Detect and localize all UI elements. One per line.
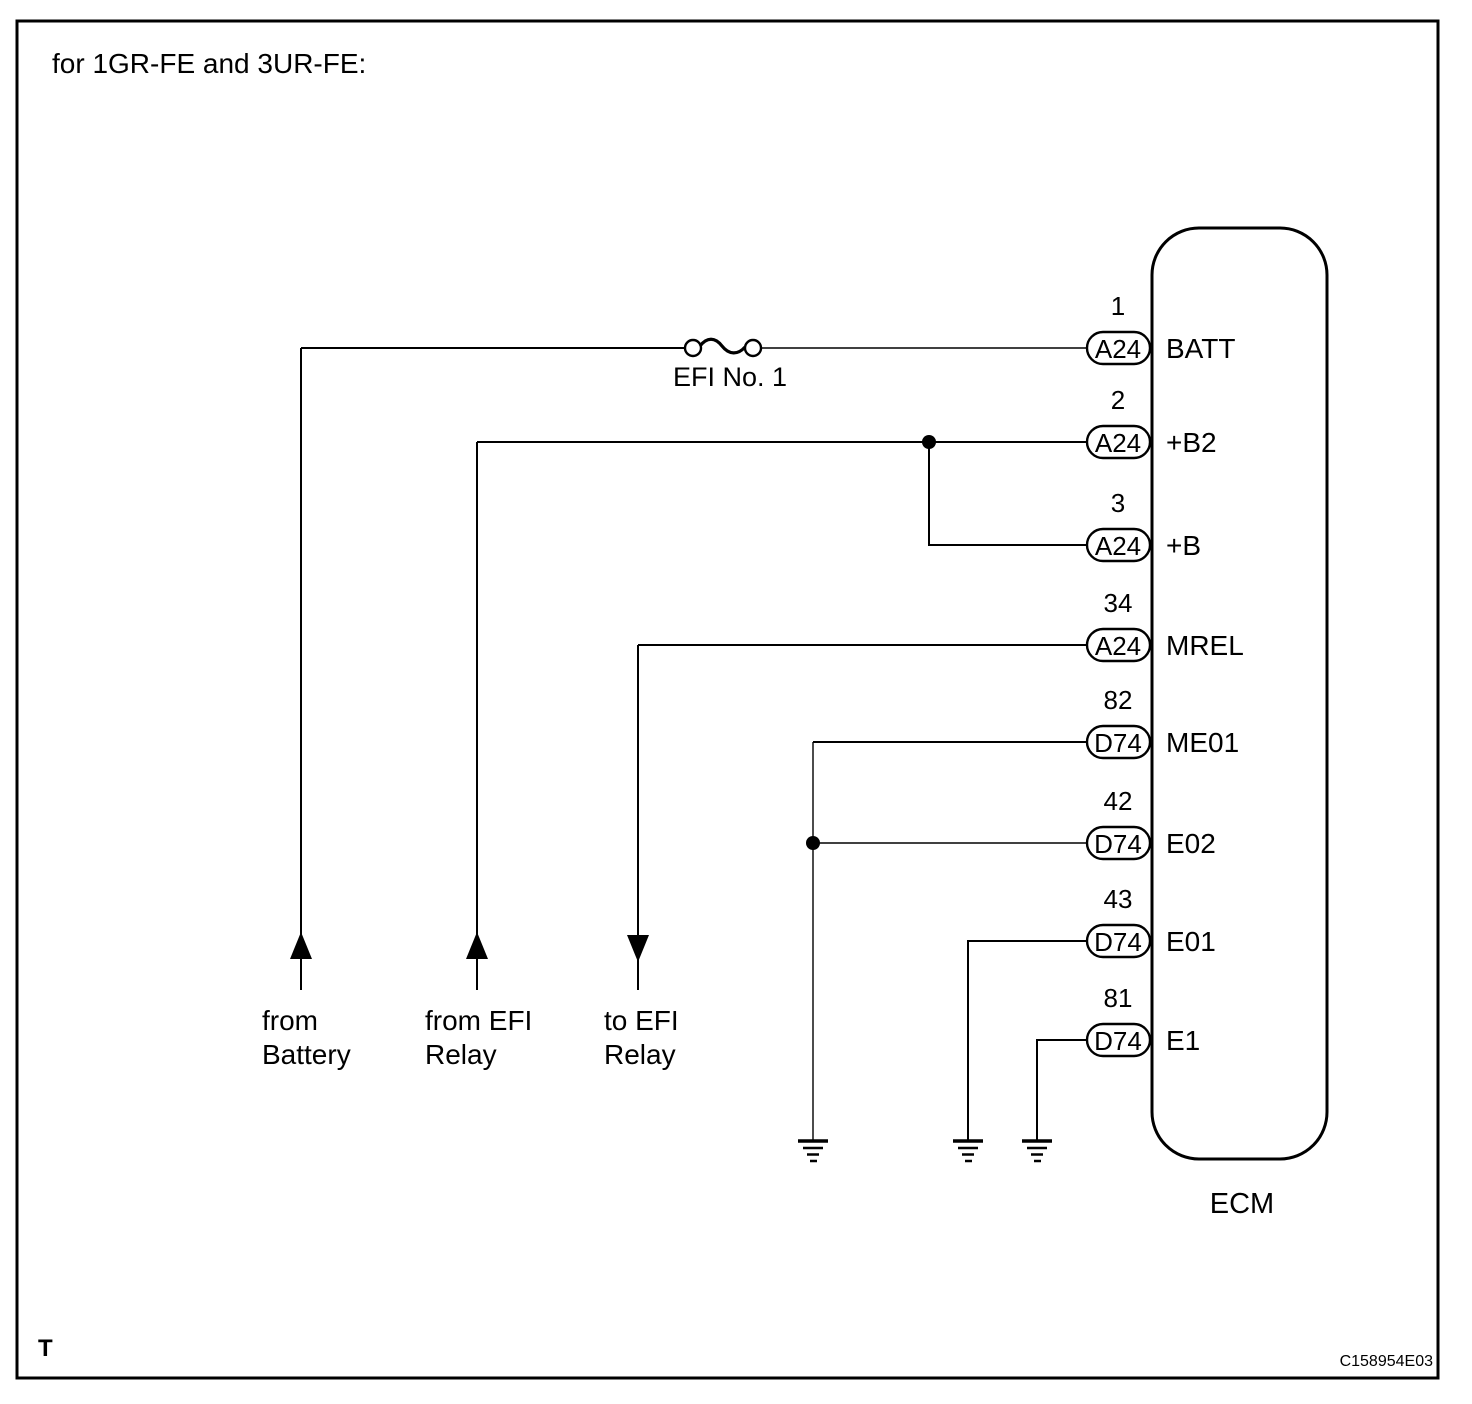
pin-label: E1 xyxy=(1166,1025,1200,1056)
pin-number: 42 xyxy=(1104,786,1133,816)
source-label-from-efi-relay: from EFI Relay xyxy=(425,1005,532,1070)
pin-b: 3 A24 +B xyxy=(1085,488,1201,563)
wire-b-branch xyxy=(928,442,1088,546)
fuse-label: EFI No. 1 xyxy=(673,362,787,392)
junction-dot xyxy=(922,435,936,449)
pin-number: 3 xyxy=(1111,488,1125,518)
pin-me01: 82 D74 ME01 xyxy=(1085,685,1239,760)
wire-batt xyxy=(300,347,1088,990)
source-label-battery: from Battery xyxy=(262,1005,351,1070)
pin-label: ME01 xyxy=(1166,727,1239,758)
wire-e1 xyxy=(1036,1039,1088,1141)
pin-connector-oval xyxy=(1085,330,1152,366)
pin-label: BATT xyxy=(1166,333,1235,364)
ecm-label: ECM xyxy=(1210,1188,1274,1220)
pin-label: +B xyxy=(1166,530,1201,561)
diagram-border xyxy=(15,19,1440,1380)
arrow-down-icon xyxy=(627,935,649,962)
pin-number: 81 xyxy=(1104,983,1133,1013)
fuse-icon xyxy=(683,337,763,358)
page-title: for 1GR-FE and 3UR-FE: xyxy=(52,48,366,79)
pin-connector-code: D74 xyxy=(1094,728,1142,758)
fuse-terminal-right xyxy=(743,338,763,358)
pin-connector-oval xyxy=(1085,724,1152,760)
source-label-line1: from EFI xyxy=(425,1005,532,1036)
pin-label: E01 xyxy=(1166,926,1216,957)
ground-icon xyxy=(953,1139,983,1163)
arrow-up-icon xyxy=(290,932,312,959)
pin-b2: 2 A24 +B2 xyxy=(1085,385,1217,460)
pin-connector-oval xyxy=(1085,424,1152,460)
fuse-terminal-left xyxy=(683,338,703,358)
wire-me01-e02 xyxy=(806,741,1088,1141)
pin-number: 34 xyxy=(1104,588,1133,618)
pin-connector-code: A24 xyxy=(1095,334,1141,364)
pin-connector-oval xyxy=(1085,923,1152,959)
ground-icon xyxy=(1022,1139,1052,1163)
source-label-line2: Relay xyxy=(425,1039,497,1070)
source-label-line1: to EFI xyxy=(604,1005,679,1036)
pin-label: +B2 xyxy=(1166,427,1217,458)
pin-number: 82 xyxy=(1104,685,1133,715)
pin-batt: 1 A24 BATT xyxy=(1085,291,1235,366)
figure-code: C158954E03 xyxy=(1340,1353,1434,1370)
pin-connector-oval xyxy=(1085,1022,1152,1058)
source-label-line2: Battery xyxy=(262,1039,351,1070)
ground-icon xyxy=(798,1139,828,1163)
pin-connector-code: A24 xyxy=(1095,531,1141,561)
wire-mrel xyxy=(637,644,1088,990)
source-label-line1: from xyxy=(262,1005,318,1036)
source-label-to-efi-relay: to EFI Relay xyxy=(604,1005,679,1070)
wire-b2 xyxy=(476,435,1088,990)
pin-number: 1 xyxy=(1111,291,1125,321)
pin-number: 43 xyxy=(1104,884,1133,914)
source-label-line2: Relay xyxy=(604,1039,676,1070)
fuse-element xyxy=(698,337,747,355)
pin-connector-code: D74 xyxy=(1094,927,1142,957)
pin-e02: 42 D74 E02 xyxy=(1085,786,1216,861)
pin-e1: 81 D74 E1 xyxy=(1085,983,1200,1058)
pin-connector-code: A24 xyxy=(1095,428,1141,458)
pin-connector-code: D74 xyxy=(1094,1026,1142,1056)
pin-label: E02 xyxy=(1166,828,1216,859)
pin-connector-code: A24 xyxy=(1095,631,1141,661)
pin-e01: 43 D74 E01 xyxy=(1085,884,1216,959)
arrow-up-icon xyxy=(466,932,488,959)
pin-mrel: 34 A24 MREL xyxy=(1085,588,1244,663)
pin-connector-code: D74 xyxy=(1094,829,1142,859)
pin-label: MREL xyxy=(1166,630,1244,661)
wire-e01 xyxy=(967,940,1088,1141)
ecm-box xyxy=(1150,226,1329,1161)
pin-connector-oval xyxy=(1085,825,1152,861)
junction-dot xyxy=(806,836,820,850)
page-marker: T xyxy=(38,1335,53,1362)
pin-connector-oval xyxy=(1085,627,1152,663)
pin-number: 2 xyxy=(1111,385,1125,415)
pin-connector-oval xyxy=(1085,527,1152,563)
